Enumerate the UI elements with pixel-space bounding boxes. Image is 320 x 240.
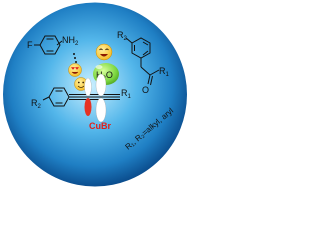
smile-face-icon bbox=[74, 77, 88, 91]
alkyne-r1-label: R1 bbox=[121, 88, 132, 100]
amine-interaction-dashes bbox=[73, 53, 77, 63]
love-eyes-face-icon bbox=[68, 63, 82, 77]
alkyne-substrate-structure bbox=[42, 87, 120, 107]
ketone-r1-label: R1 bbox=[159, 66, 170, 78]
catalyst-label: CuBr bbox=[89, 121, 111, 131]
happy-face-icon bbox=[95, 43, 113, 61]
p-orbital-left bbox=[84, 77, 92, 116]
reaction-scheme: F NH2 H2O R2 O R1 bbox=[3, 2, 187, 187]
fluoroaniline-structure bbox=[34, 35, 63, 55]
fluoro-label: F bbox=[27, 40, 33, 50]
ketone-r2-label: R2 bbox=[117, 30, 128, 42]
ketone-oxygen-label: O bbox=[142, 85, 149, 95]
amine-label: NH2 bbox=[62, 35, 79, 47]
ketone-product-structure bbox=[125, 37, 160, 86]
p-orbital-right bbox=[95, 73, 107, 123]
alkyne-r2-label: R2 bbox=[31, 98, 42, 110]
